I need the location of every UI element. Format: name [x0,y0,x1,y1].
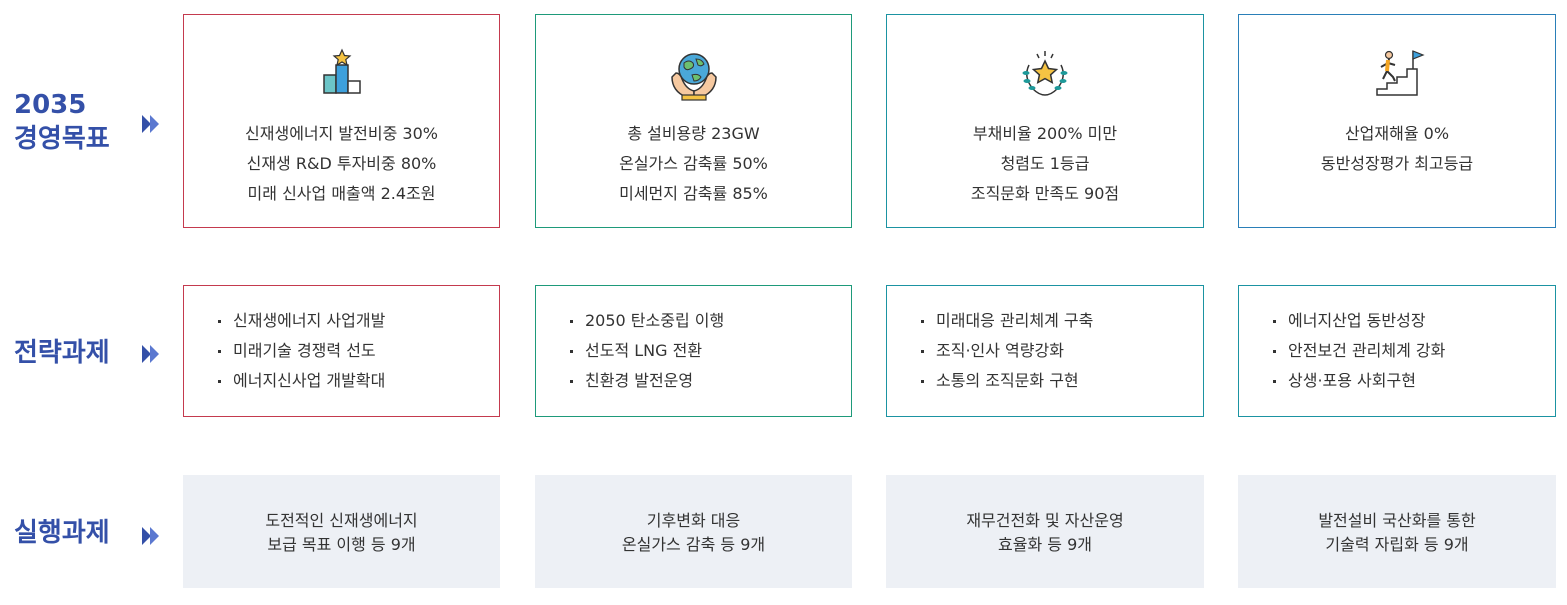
execution-card-1: 도전적인 신재생에너지 보급 목표 이행 등 9개 [183,475,500,588]
execution-line: 온실가스 감축 등 9개 [621,535,766,554]
goal-line: 산업재해율 0% [1344,124,1450,143]
laurel-star-icon [1022,51,1068,96]
podium-star-icon [322,48,361,94]
goal-line: 총 설비용량 23GW [627,124,760,143]
execution-card-3: 재무건전화 및 자산운영 효율화 등 9개 [886,475,1204,588]
goal-line: 미래 신사업 매출액 2.4조원 [247,184,436,203]
goals-arrow-icon [142,115,159,133]
strategy-item: 상생·포용 사회구현 [1273,366,1445,396]
strategy-item: 2050 탄소중립 이행 [570,306,724,336]
execution-card-2: 기후변화 대응 온실가스 감축 등 9개 [535,475,852,588]
goal-card-renewable: 신재생에너지 발전비중 30% 신재생 R&D 투자비중 80% 미래 신사업 … [183,14,500,228]
execution-line: 효율화 등 9개 [998,535,1092,554]
goal-line: 미세먼지 감축률 85% [619,184,768,203]
strategy-card-4: 에너지산업 동반성장 안전보건 관리체계 강화 상생·포용 사회구현 [1238,285,1556,417]
execution-line: 보급 목표 이행 등 9개 [267,535,416,554]
execution-line: 기술력 자립화 등 9개 [1325,535,1469,554]
execution-line: 재무건전화 및 자산운영 [966,511,1124,530]
goal-line: 온실가스 감축률 50% [619,154,768,173]
execution-card-4: 발전설비 국산화를 통한 기술력 자립화 등 9개 [1238,475,1556,588]
stairs-flag-icon [1376,50,1425,96]
strategy-item: 조직·인사 역량강화 [921,336,1093,366]
execution-line: 발전설비 국산화를 통한 [1318,511,1476,530]
goal-card-management: 부채비율 200% 미만 청렴도 1등급 조직문화 만족도 90점 [886,14,1204,228]
strategy-item: 안전보건 관리체계 강화 [1273,336,1445,366]
strategy-arrow-icon [142,345,159,363]
hands-globe-icon [670,53,717,101]
execution-row-label: 실행과제 [14,518,110,548]
strategy-item: 에너지산업 동반성장 [1273,306,1445,336]
execution-line: 기후변화 대응 [646,511,741,530]
strategy-item: 미래대응 관리체계 구축 [921,306,1093,336]
strategy-item: 선도적 LNG 전환 [570,336,724,366]
strategy-card-2: 2050 탄소중립 이행 선도적 LNG 전환 친환경 발전운영 [535,285,852,417]
execution-line: 도전적인 신재생에너지 [265,511,418,530]
goals-row-label: 2035 경영목표 [14,88,134,156]
strategy-item: 소통의 조직문화 구현 [921,366,1093,396]
goal-line: 신재생 R&D 투자비중 80% [246,154,437,173]
goals-row-label-title: 경영목표 [14,124,110,154]
strategy-item: 미래기술 경쟁력 선도 [218,336,385,366]
goal-card-safety: 산업재해율 0% 동반성장평가 최고등급 [1238,14,1556,228]
goal-line: 조직문화 만족도 90점 [970,184,1120,203]
goal-line: 부채비율 200% 미만 [972,124,1118,143]
strategy-card-1: 신재생에너지 사업개발 미래기술 경쟁력 선도 에너지신사업 개발확대 [183,285,500,417]
goal-line: 동반성장평가 최고등급 [1320,154,1474,173]
goal-card-environment: 총 설비용량 23GW 온실가스 감축률 50% 미세먼지 감축률 85% [535,14,852,228]
goal-line: 신재생에너지 발전비중 30% [245,124,438,143]
strategy-item: 친환경 발전운영 [570,366,724,396]
strategy-item: 신재생에너지 사업개발 [218,306,385,336]
strategy-item: 에너지신사업 개발확대 [218,366,385,396]
goals-row-label-year: 2035 [14,90,87,120]
strategy-card-3: 미래대응 관리체계 구축 조직·인사 역량강화 소통의 조직문화 구현 [886,285,1204,417]
strategy-row-label: 전략과제 [14,338,110,368]
execution-arrow-icon [142,527,159,545]
goal-line: 청렴도 1등급 [1000,154,1090,173]
